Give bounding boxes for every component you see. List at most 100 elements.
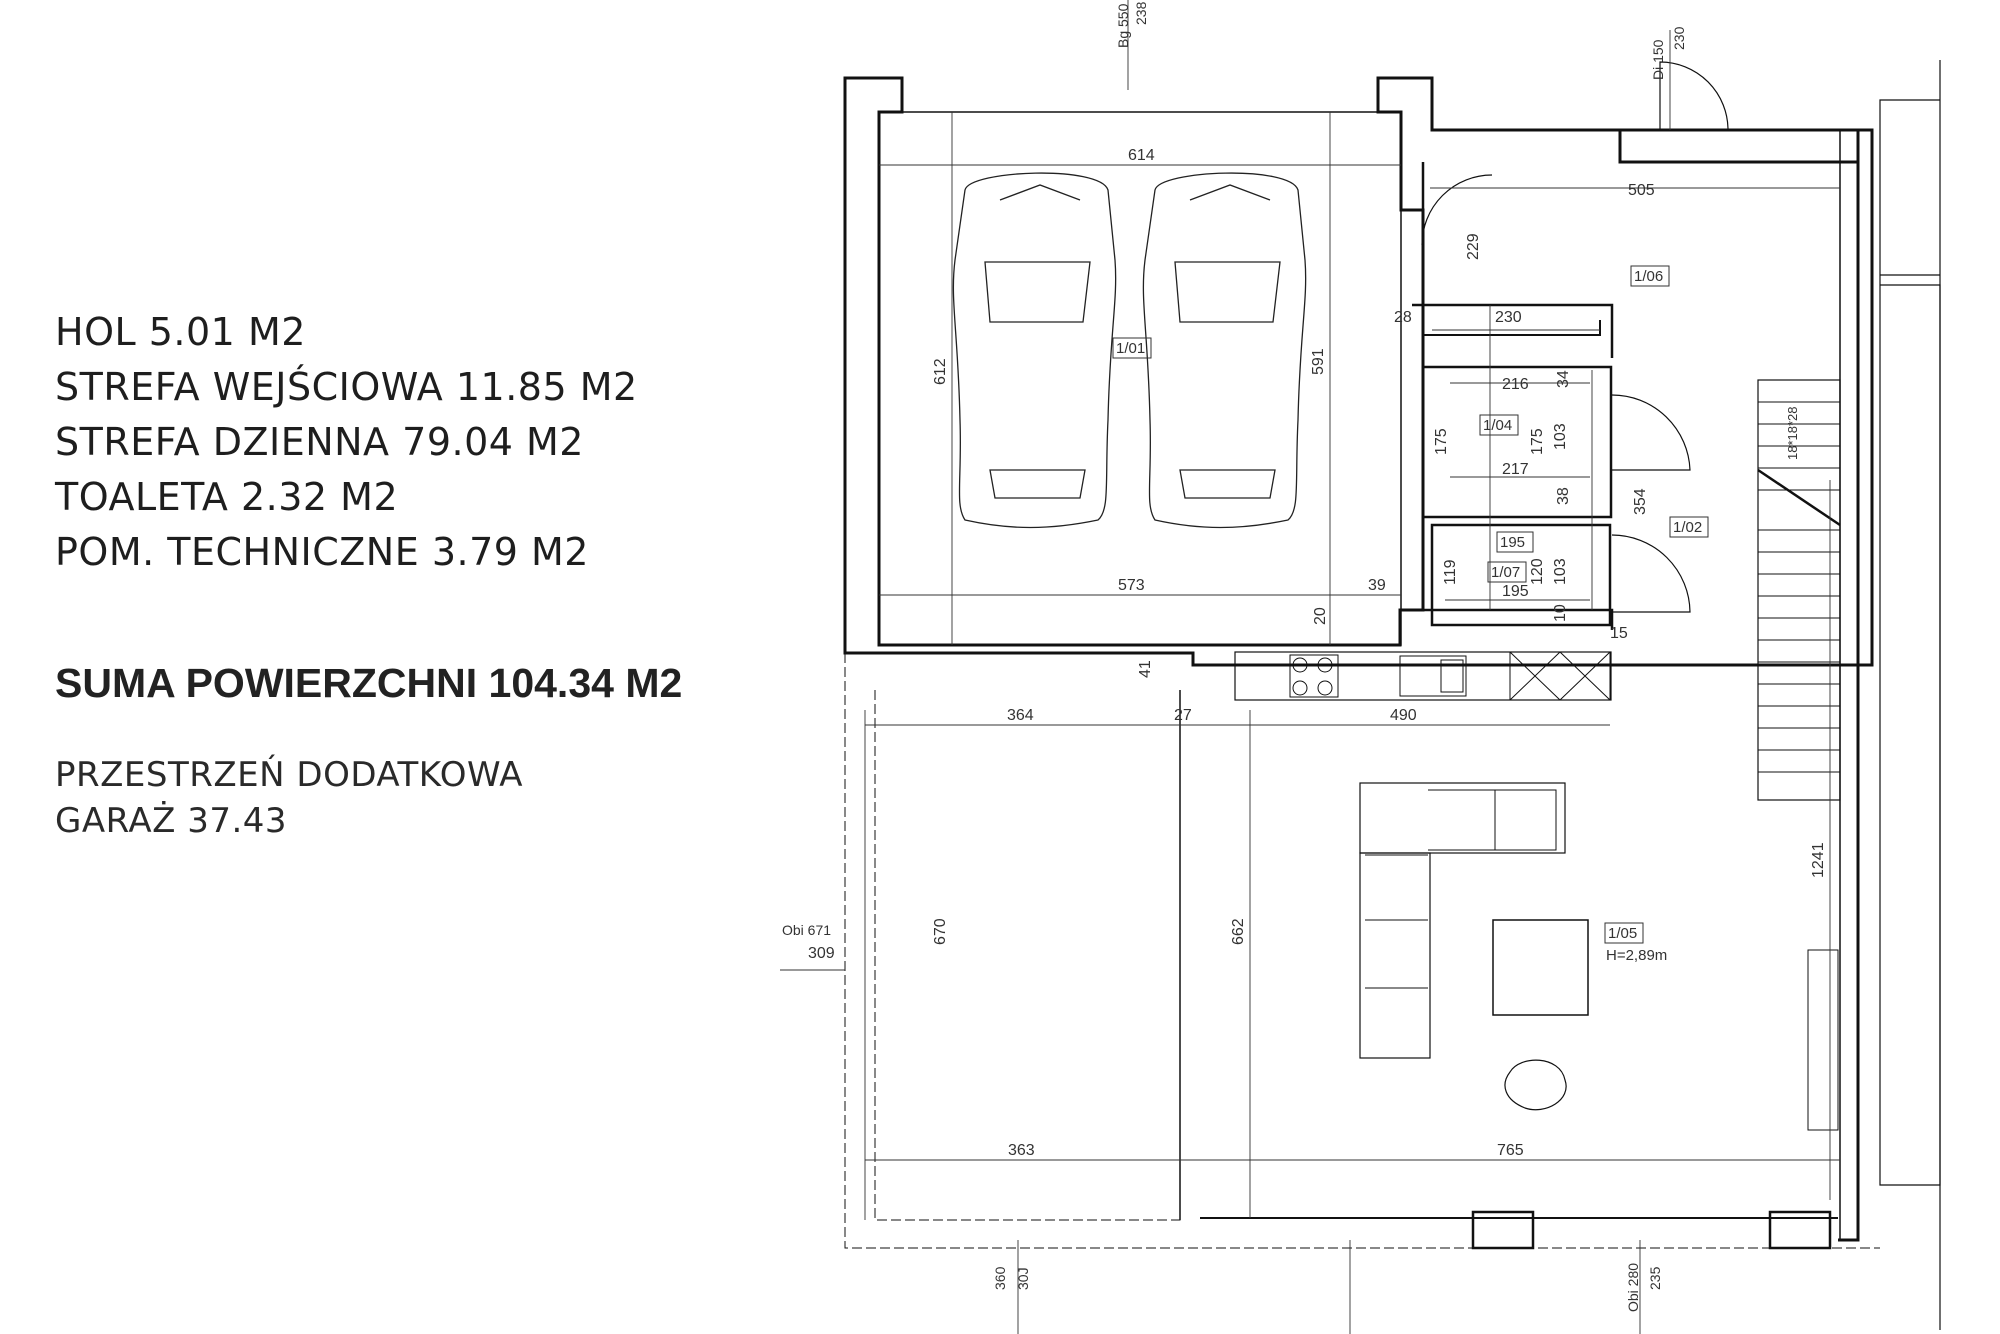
annotation-360: 360 bbox=[992, 1266, 1008, 1290]
hob-ring bbox=[1317, 657, 1333, 673]
height-label: H=2,89m bbox=[1606, 947, 1667, 964]
dim-229: 229 bbox=[1465, 233, 1482, 260]
room-tag-1-07: 1/07 bbox=[1491, 564, 1520, 581]
dim-490: 490 bbox=[1390, 707, 1417, 724]
fridge-cross bbox=[1509, 651, 1611, 701]
house-wall bbox=[1432, 128, 1860, 1240]
dim-175a: 175 bbox=[1433, 428, 1450, 455]
dim-612: 612 bbox=[932, 358, 949, 385]
dim-10: 10 bbox=[1552, 604, 1569, 622]
room-area-pom-techniczne: POM. TECHNICZNE 3.79 M2 bbox=[55, 530, 589, 574]
annotation-30j: 30J bbox=[1015, 1267, 1031, 1290]
edge-annotations: Bg 550 238 Di 150 230 Obi 671 Obi 280 23… bbox=[782, 1, 1687, 1312]
dimension-lines bbox=[780, 0, 1840, 1334]
dim-662: 662 bbox=[1230, 918, 1247, 945]
dim-217: 217 bbox=[1502, 461, 1529, 478]
door-swing bbox=[1421, 174, 1493, 246]
interior-wall bbox=[1423, 320, 1601, 336]
kitchen-counter bbox=[1234, 651, 1612, 701]
room-area-list: HOL 5.01 M2 STREFA WEJŚCIOWA 11.85 M2 ST… bbox=[55, 305, 815, 580]
room-tag-1-05: 1/05 bbox=[1608, 925, 1637, 942]
dim-119: 119 bbox=[1442, 559, 1459, 585]
house-wall-right bbox=[1838, 130, 1860, 1242]
hob-ring bbox=[1317, 680, 1333, 696]
annotation-230: 230 bbox=[1671, 26, 1687, 50]
kitchen-sink bbox=[1399, 655, 1467, 697]
stairs-label: 18*18*28 bbox=[1785, 407, 1800, 461]
hob-ring bbox=[1292, 657, 1308, 673]
door-swing bbox=[1611, 394, 1691, 471]
dim-354: 354 bbox=[1632, 488, 1649, 515]
sofa-cushions bbox=[1365, 789, 1557, 989]
dim-765: 765 bbox=[1497, 1142, 1524, 1159]
room-area-hol: HOL 5.01 M2 bbox=[55, 310, 306, 354]
dim-363: 363 bbox=[1008, 1142, 1035, 1159]
extra-space: PRZESTRZEŃ DODATKOWA GARAŻ 37.43 bbox=[55, 752, 815, 844]
interior-wall bbox=[1412, 303, 1614, 358]
plant bbox=[1504, 1059, 1567, 1111]
room-wall-107 bbox=[1430, 523, 1612, 627]
dim-28: 28 bbox=[1394, 309, 1412, 326]
dimension-labels: 614 612 591 573 39 20 505 229 28 230 216… bbox=[808, 147, 1827, 1159]
extension-inner bbox=[874, 690, 1181, 1221]
coffee-table bbox=[1492, 919, 1589, 1016]
dim-39: 39 bbox=[1368, 577, 1386, 594]
dim-103b: 103 bbox=[1552, 558, 1569, 585]
dim-573: 573 bbox=[1118, 577, 1145, 594]
dim-1241: 1241 bbox=[1810, 842, 1827, 878]
dim-230: 230 bbox=[1495, 309, 1522, 326]
room-wall-104 bbox=[1421, 365, 1613, 519]
extra-space-garage: GARAŻ 37.43 bbox=[55, 801, 288, 841]
sofa bbox=[1359, 852, 1431, 1059]
door-swing bbox=[1611, 534, 1691, 613]
dim-41: 41 bbox=[1137, 660, 1154, 678]
room-area-strefa-dzienna: STREFA DZIENNA 79.04 M2 bbox=[55, 420, 584, 464]
car-left bbox=[952, 172, 1117, 529]
dim-15: 15 bbox=[1610, 625, 1628, 642]
car-right bbox=[1142, 172, 1307, 529]
dim-38: 38 bbox=[1555, 487, 1572, 505]
room-area-strefa-wejsciowa: STREFA WEJŚCIOWA 11.85 M2 bbox=[55, 365, 638, 409]
room-tags bbox=[1112, 265, 1709, 944]
small-tag-195: 195 bbox=[1500, 534, 1525, 551]
annotation-di150: Di 150 bbox=[1650, 39, 1666, 80]
annotation-235: 235 bbox=[1647, 1266, 1663, 1290]
room-area-toaleta: TOALETA 2.32 M2 bbox=[55, 475, 399, 519]
neighbour-outline bbox=[1879, 99, 1941, 1186]
dim-614: 614 bbox=[1128, 147, 1155, 164]
annotation-obi280: Obi 280 bbox=[1625, 1263, 1641, 1312]
dim-195: 195 bbox=[1502, 583, 1529, 600]
dim-34: 34 bbox=[1555, 370, 1572, 388]
car-right-detail bbox=[1174, 184, 1281, 499]
stairs-treads bbox=[1758, 401, 1840, 773]
tv-cabinet bbox=[1807, 949, 1839, 1131]
entry-door bbox=[1659, 61, 1729, 131]
dim-27: 27 bbox=[1174, 707, 1192, 724]
dim-175b: 175 bbox=[1529, 428, 1546, 455]
dim-20: 20 bbox=[1312, 607, 1329, 625]
fridge bbox=[1509, 651, 1611, 701]
annotation-bg550: Bg 550 bbox=[1115, 3, 1131, 48]
dim-120: 120 bbox=[1529, 558, 1546, 585]
extension-outline bbox=[844, 653, 1880, 1249]
room-tag-1-06: 1/06 bbox=[1634, 268, 1663, 285]
stairs bbox=[1757, 379, 1841, 801]
dim-591: 591 bbox=[1310, 348, 1327, 375]
room-tag-1-04: 1/04 bbox=[1483, 417, 1512, 434]
garage-wall-inner bbox=[878, 111, 1402, 646]
dim-364: 364 bbox=[1007, 707, 1034, 724]
kitchen-sink-basin bbox=[1440, 659, 1464, 693]
annotation-obi671: Obi 671 bbox=[782, 922, 831, 938]
car-left-detail bbox=[984, 184, 1091, 499]
garage-wall bbox=[843, 76, 1874, 667]
sofa bbox=[1359, 782, 1566, 854]
dim-216: 216 bbox=[1502, 376, 1529, 393]
total-area: SUMA POWIERZCHNI 104.34 M2 bbox=[55, 660, 683, 706]
room-tag-1-02: 1/02 bbox=[1673, 519, 1702, 536]
dim-670: 670 bbox=[932, 918, 949, 945]
stairs-arrow bbox=[1757, 468, 1841, 527]
annotation-238: 238 bbox=[1133, 1, 1149, 25]
dim-505: 505 bbox=[1628, 182, 1655, 199]
hob-ring bbox=[1292, 680, 1308, 696]
hob bbox=[1289, 654, 1339, 698]
